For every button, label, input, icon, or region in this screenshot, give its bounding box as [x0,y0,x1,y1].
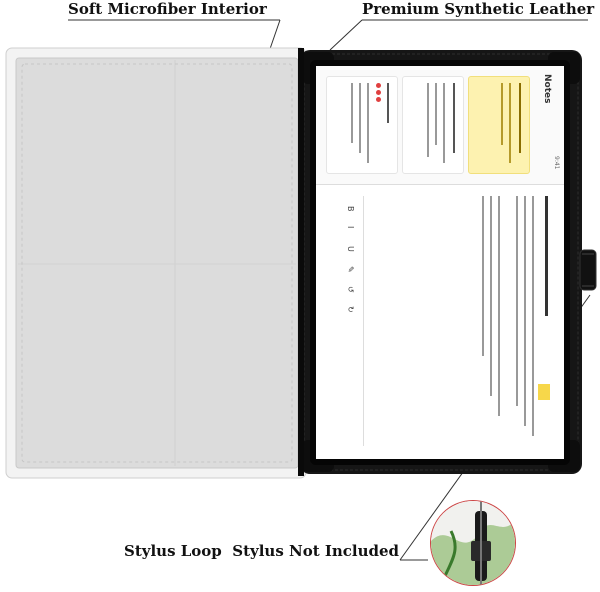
notes-sidebar: Notes 9:41 [316,66,564,185]
italic-icon[interactable]: I [346,226,355,229]
bold-icon[interactable]: B [346,206,355,212]
pen-icon[interactable]: ✎ [346,266,355,273]
note-editor[interactable]: B I U ✎ ↺ ↻ [316,184,564,459]
underline-icon[interactable]: U [346,246,355,252]
back-cover-interior [15,57,299,469]
editor-toolbar: B I U ✎ ↺ ↻ [335,196,364,446]
note-card-selected[interactable] [468,76,530,174]
note-card[interactable] [326,76,398,174]
tablet-screen: Notes 9:41 [316,66,564,459]
stylus-loop-label: Stylus Loop [124,542,222,560]
stylus-loop [579,249,597,291]
callout-premium-synthetic-leather: Premium Synthetic Leather [362,0,595,18]
case-hinge [298,48,304,476]
editor-title-line [545,196,548,316]
redo-icon[interactable]: ↻ [346,306,355,313]
highlight-swatch [538,384,550,400]
leader-line-leather-diag [329,19,363,51]
status-time: 9:41 [553,156,560,170]
app-title: Notes [542,74,552,104]
notes-app-ui: Notes 9:41 [316,66,564,459]
stylus-inset-art [431,501,515,585]
stylus-not-included-label: Stylus Not Included [232,542,400,560]
callout-stylus-loop: Stylus Loop Stylus Not Included [124,542,399,560]
callout-soft-microfiber-interior: Soft Microfiber Interior [68,0,267,18]
undo-icon[interactable]: ↺ [346,286,355,293]
stylus-inset-photo [430,500,516,586]
note-card[interactable] [402,76,464,174]
